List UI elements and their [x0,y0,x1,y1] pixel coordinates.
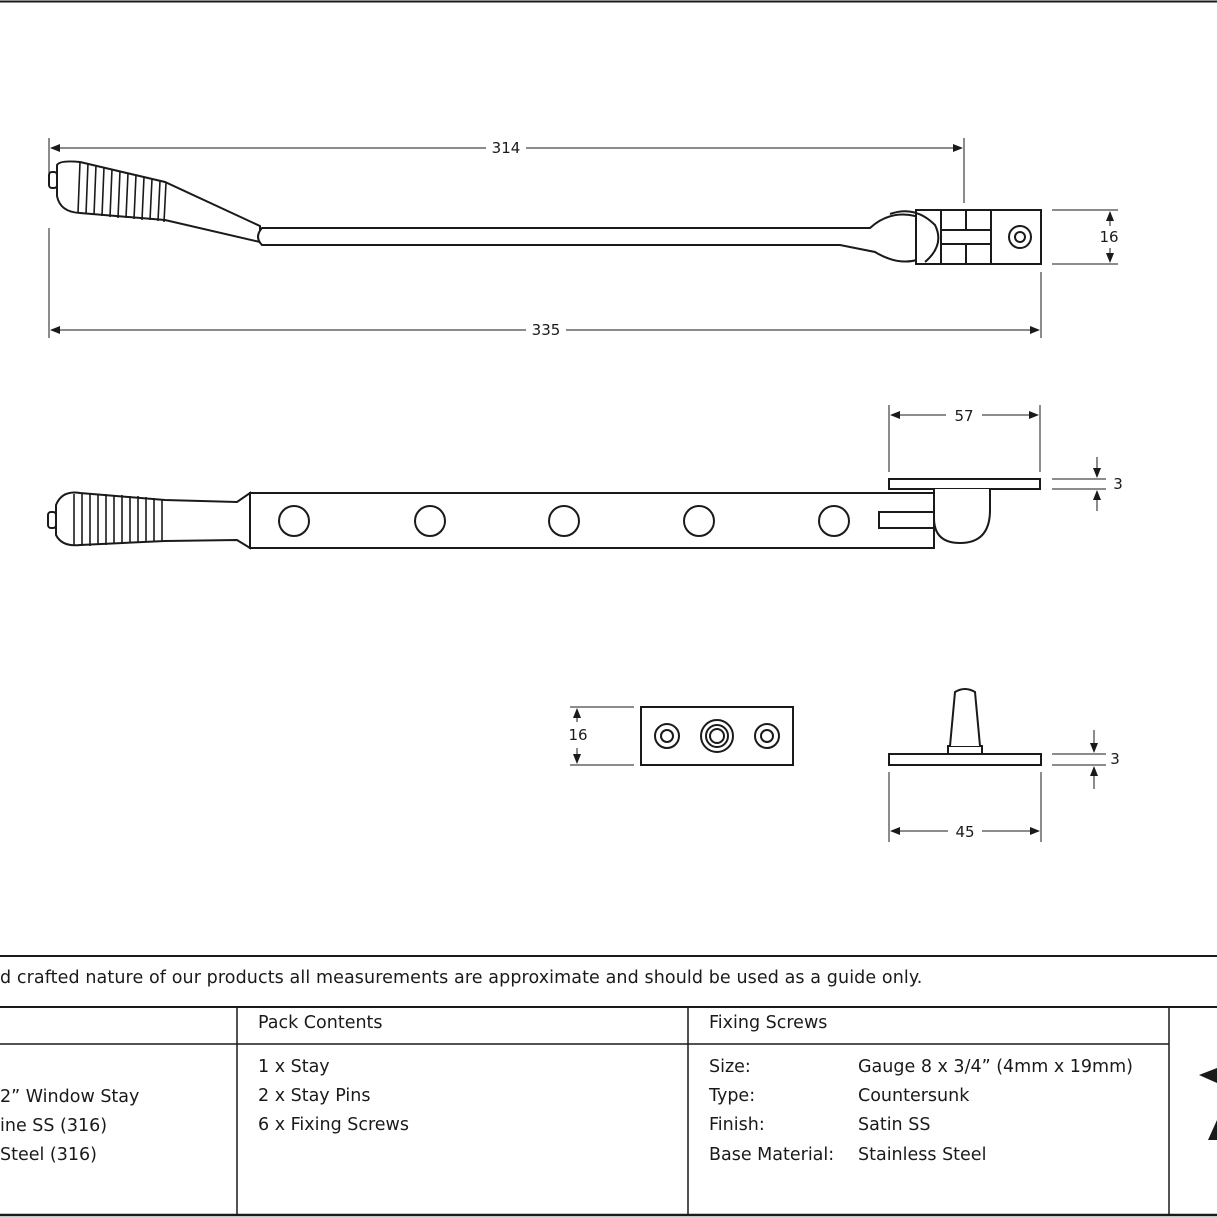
screw-size-label: Size: [709,1057,751,1077]
dim-pin-plate-width: 16 [568,726,587,744]
side-view [47,478,1041,550]
side-view-bracket [878,478,1041,545]
top-view-rod [257,213,934,263]
dim-top-overall: 335 [532,321,561,339]
pin-side-dimensions [888,730,1106,842]
product-line-2: ine SS (316) [0,1116,108,1136]
pack-item-3: 6 x Fixing Screws [258,1115,409,1135]
product-line-1: 2” Window Stay [0,1087,140,1107]
dim-top-width: 16 [1099,228,1118,246]
pin-plate-front [640,706,794,766]
top-view-dimensions [48,138,1118,338]
screw-type-label: Type: [709,1086,756,1106]
dim-side-thickness: 3 [1113,475,1123,493]
dim-side-plate: 57 [954,407,973,425]
screw-material-label: Base Material: [709,1145,835,1165]
screw-type-value: Countersunk [858,1086,970,1106]
logo-mark [1199,1068,1217,1140]
pin-side [888,688,1042,766]
spec-table-grid [0,955,1217,1217]
pack-item-2: 2 x Stay Pins [258,1086,371,1106]
pack-contents-header: Pack Contents [258,1013,383,1033]
screw-material-value: Stainless Steel [858,1145,987,1165]
adjust-hole-3 [548,505,580,537]
screw-size-value: Gauge 8 x 3/4” (4mm x 19mm) [858,1057,1133,1077]
screw-finish-label: Finish: [709,1115,765,1135]
side-view-dimensions [888,405,1106,511]
pin-plate-front-dimensions [570,706,634,766]
adjust-hole-5 [818,505,850,537]
dim-pin-length: 45 [955,823,974,841]
adjust-hole-4 [683,505,715,537]
fixing-screws-header: Fixing Screws [709,1013,828,1033]
measurement-disclaimer: d crafted nature of our products all mea… [0,968,923,988]
top-view-handle [48,160,261,244]
adjust-hole-1 [278,505,310,537]
pack-item-1: 1 x Stay [258,1057,330,1077]
screw-finish-value: Satin SS [858,1115,931,1135]
dim-top-length: 314 [492,139,521,157]
top-view-bracket [889,209,1042,265]
product-line-3: Steel (316) [0,1145,97,1165]
side-view-handle [47,491,251,550]
adjust-hole-2 [414,505,446,537]
dim-pin-thickness: 3 [1110,750,1120,768]
top-view [48,160,1042,265]
